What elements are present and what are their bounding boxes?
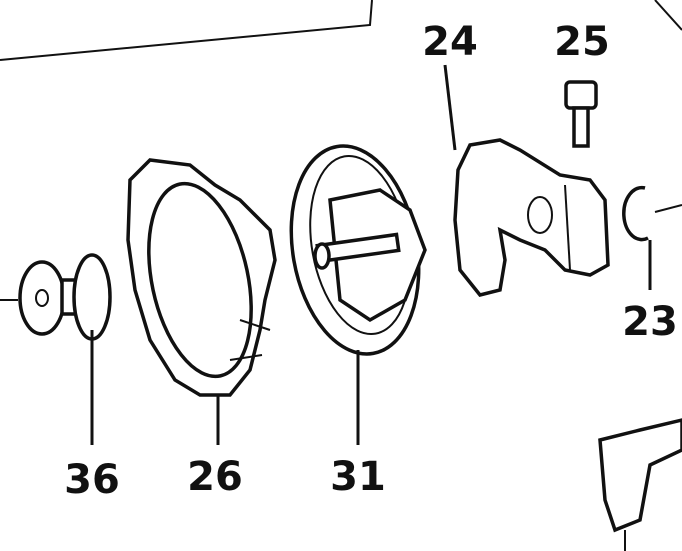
part-24-bracket	[453, 138, 610, 297]
frame-line-right	[654, 0, 682, 31]
frame-line-top	[0, 0, 373, 61]
part-36-bobbin	[0, 253, 112, 341]
label-36: 36	[64, 457, 120, 503]
label-31: 31	[330, 454, 386, 500]
part-25-screw	[564, 80, 598, 148]
part-23-e-ring	[622, 185, 682, 242]
part-26-hook-ring	[126, 158, 277, 397]
label-26: 26	[187, 454, 243, 500]
leader-24	[443, 64, 457, 151]
part-31-bobbin-case	[289, 144, 427, 356]
lever-part	[598, 418, 682, 551]
label-24: 24	[422, 19, 478, 65]
label-25: 25	[554, 19, 610, 65]
label-23: 23	[622, 299, 678, 345]
